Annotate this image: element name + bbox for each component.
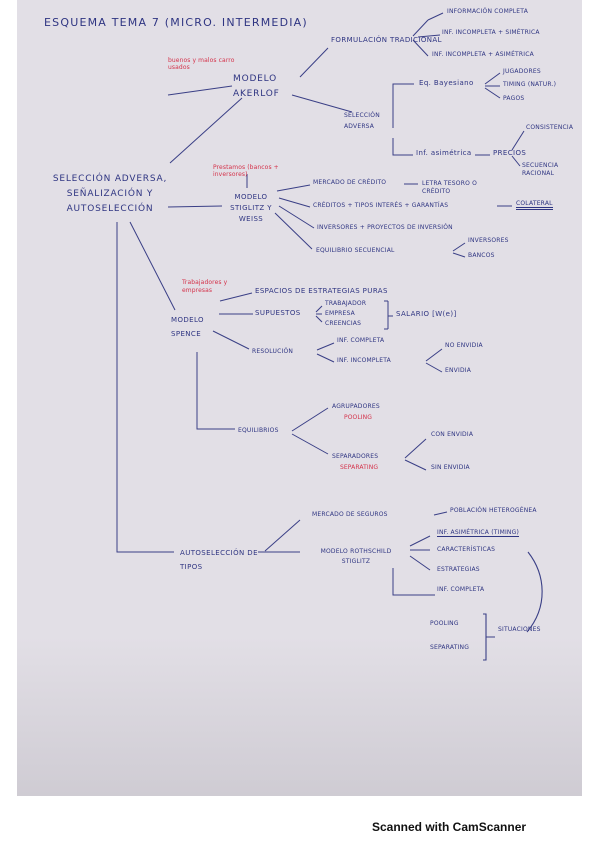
node-consistencia: CONSISTENCIA	[526, 124, 574, 131]
page-title: ESQUEMA TEMA 7 (MICRO. INTERMEDIA)	[44, 16, 308, 29]
node-pooling: POOLING	[430, 620, 459, 627]
note-spence: Trabajadores y empresas	[182, 279, 228, 294]
node-eq-bayesiano: Eq. Bayesiano	[419, 79, 474, 87]
node-agrupadores: AGRUPADORES	[332, 403, 380, 410]
node-equilibrios: EQUILIBRIOS	[238, 427, 279, 434]
node-autoseleccion-tipos: AUTOSELECCIÓN DE TIPOS	[180, 549, 258, 571]
node-empresa: EMPRESA	[325, 310, 355, 317]
node-modelo-akerlof: MODELO AKERLOF	[233, 74, 280, 99]
node-letra-tesoro: LETRA TESORO O CRÉDITO	[422, 180, 478, 195]
node-con-envidia: CON ENVIDIA	[431, 431, 474, 438]
node-inf-incompleta-spence: INF. INCOMPLETA	[337, 357, 391, 364]
node-inf-incompleta-simetrica: INF. INCOMPLETA + SIMÉTRICA	[442, 29, 540, 36]
node-salario: SALARIO [W(e)]	[396, 310, 457, 318]
node-seleccion-adversa: SELECCIÓN ADVERSA	[344, 112, 380, 130]
node-supuestos: SUPUESTOS	[255, 309, 301, 317]
node-jugadores: JUGADORES	[503, 68, 541, 75]
node-espacios: ESPACIOS DE ESTRATEGIAS PURAS	[255, 287, 388, 295]
note-stiglitz: Prestamos (bancos + inversores)	[213, 164, 279, 178]
node-situaciones: SITUACIONES	[498, 626, 541, 633]
node-creditos-garantias: CRÉDITOS + TIPOS INTERÉS + GARANTÍAS	[313, 202, 449, 209]
node-timing: TIMING (NATUR.)	[503, 81, 557, 88]
scanner-watermark: Scanned with CamScanner	[372, 820, 527, 834]
node-sin-envidia: SIN ENVIDIA	[431, 464, 470, 471]
node-separating: SEPARATING	[430, 644, 470, 651]
node-creencias: CREENCIAS	[325, 320, 362, 327]
node-estrategias: ESTRATEGIAS	[437, 566, 480, 573]
note-pooling: POOLING	[344, 414, 373, 421]
note-akerlof: buenos y malos carro usados	[168, 57, 235, 71]
note-separating: SEPARATING	[340, 464, 379, 471]
node-poblacion-heterogenea: POBLACIÓN HETEROGÉNEA	[450, 507, 537, 514]
node-inf-completa-rs: INF. COMPLETA	[437, 586, 485, 593]
node-inversores: INVERSORES	[468, 237, 509, 244]
node-pagos: PAGOS	[503, 95, 525, 102]
node-resolucion: RESOLUCIÓN	[252, 348, 294, 355]
node-inf-incompleta-asimetrica: INF. INCOMPLETA + ASIMÉTRICA	[432, 51, 534, 58]
node-inf-asimetrica: Inf. asimétrica	[416, 149, 472, 157]
node-secuencia-racional: SECUENCIA RACIONAL	[522, 162, 559, 177]
scanned-paper	[17, 0, 582, 796]
node-inf-asimetrica-timing: INF. ASIMÉTRICA (TIMING)	[437, 529, 520, 537]
node-bancos: BANCOS	[468, 252, 495, 259]
node-inf-completa-spence: INF. COMPLETA	[337, 337, 385, 344]
node-trabajador: TRABAJADOR	[325, 300, 367, 307]
node-modelo-stiglitz: MODELO STIGLITZ Y WEISS	[230, 193, 272, 223]
node-precios: PRECIOS	[493, 149, 527, 157]
node-caracteristicas: CARACTERÍSTICAS	[437, 546, 496, 553]
node-modelo-spence: MODELO SPENCE	[171, 316, 204, 338]
node-root: SELECCIÓN ADVERSA, SEÑALIZACIÓN Y AUTOSE…	[52, 174, 168, 214]
node-separadores: SEPARADORES	[332, 453, 379, 460]
node-inversores-proyectos: INVERSORES + PROYECTOS DE INVERSIÓN	[317, 224, 453, 231]
node-modelo-rothschild: MODELO ROTHSCHILD STIGLITZ	[320, 548, 392, 565]
node-mercado-credito: MERCADO DE CRÉDITO	[313, 179, 387, 186]
node-formulacion-tradicional: FORMULACIÓN TRADICIONAL	[331, 36, 442, 44]
paper-shadow	[17, 0, 582, 796]
node-mercado-seguros: MERCADO DE SEGUROS	[312, 511, 388, 518]
node-no-envidia: NO ENVIDIA	[445, 342, 483, 349]
node-colateral: COLATERAL	[516, 201, 553, 210]
node-info-completa: INFORMACIÓN COMPLETA	[447, 8, 528, 15]
node-equilibrio-secuencial: EQUILIBRIO SECUENCIAL	[316, 247, 395, 254]
node-envidia: ENVIDIA	[445, 367, 472, 374]
